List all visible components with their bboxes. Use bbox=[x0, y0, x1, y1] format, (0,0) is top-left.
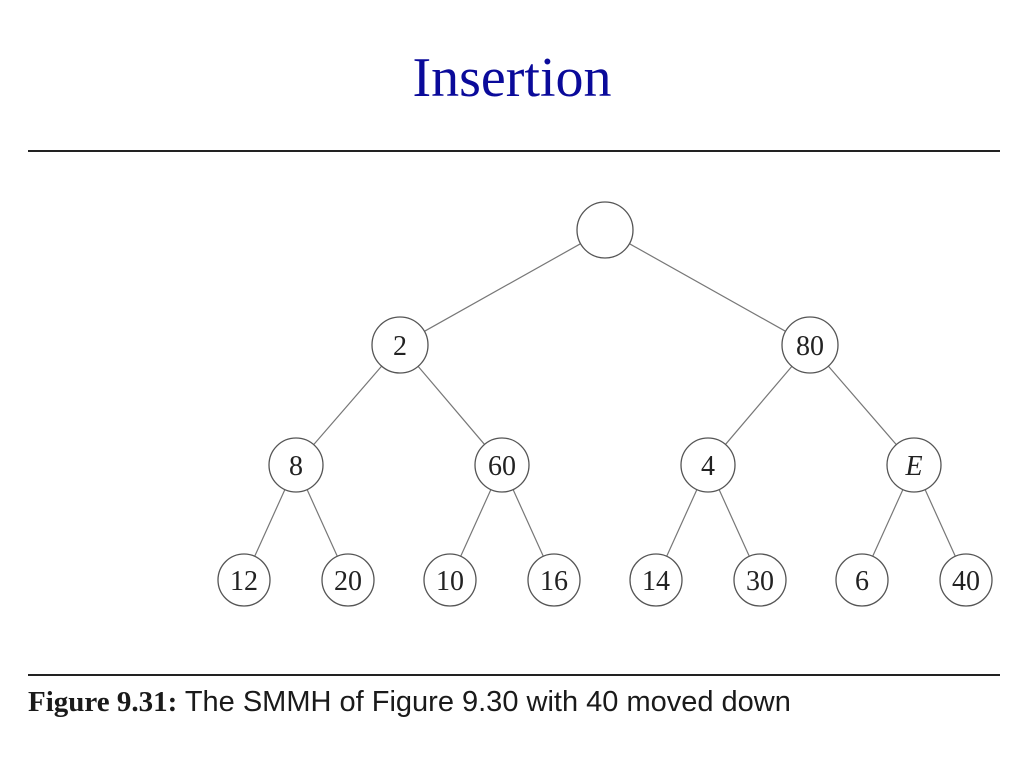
tree-node-circle bbox=[474, 437, 530, 493]
tree-node-label: 8 bbox=[289, 451, 303, 482]
tree-node-label: 4 bbox=[701, 451, 715, 482]
tree-edge-n80-nE bbox=[827, 365, 897, 445]
tree-node-circle bbox=[321, 553, 375, 607]
tree-node-n60: 60 bbox=[474, 437, 530, 493]
figure-caption: Figure 9.31: The SMMH of Figure 9.30 wit… bbox=[28, 686, 791, 719]
figure-caption-text: The SMMH of Figure 9.30 with 40 moved do… bbox=[177, 686, 791, 718]
tree-node-circle bbox=[268, 437, 324, 493]
tree-node-label: 80 bbox=[796, 331, 824, 362]
tree-node-circle bbox=[835, 553, 889, 607]
tree-edge-n4-n14 bbox=[666, 489, 698, 557]
tree-node-circle bbox=[629, 553, 683, 607]
tree-node-circle bbox=[886, 437, 942, 493]
tree-edge-n80-n4 bbox=[725, 365, 793, 445]
tree-node-label: E bbox=[904, 451, 922, 482]
tree-nodes: 2 80 8 60 4 E 12 20 10 16 14 30 6 40 bbox=[217, 201, 993, 607]
tree-node-n10: 10 bbox=[423, 553, 477, 607]
tree-node-n40: 40 bbox=[939, 553, 993, 607]
top-rule bbox=[28, 150, 1000, 152]
tree-node-n4: 4 bbox=[680, 437, 736, 493]
tree-node-circle bbox=[939, 553, 993, 607]
tree-node-n14: 14 bbox=[629, 553, 683, 607]
tree-node-n12: 12 bbox=[217, 553, 271, 607]
tree-node-label: 10 bbox=[436, 566, 464, 597]
tree-edge-nE-n6 bbox=[872, 489, 904, 557]
tree-node-n20: 20 bbox=[321, 553, 375, 607]
tree-node-circle bbox=[733, 553, 787, 607]
tree-node-n2: 2 bbox=[371, 316, 429, 374]
tree-node-circle bbox=[576, 201, 634, 259]
bottom-rule bbox=[28, 674, 1000, 676]
tree-edge-n8-n12 bbox=[254, 489, 286, 557]
tree-node-label: 16 bbox=[540, 566, 568, 597]
tree-node-n16: 16 bbox=[527, 553, 581, 607]
tree-node-label: 6 bbox=[855, 566, 869, 597]
tree-node-nE: E bbox=[886, 437, 942, 493]
tree-node-label: 40 bbox=[952, 566, 980, 597]
tree-node-label: 2 bbox=[393, 331, 407, 362]
tree-node-n6: 6 bbox=[835, 553, 889, 607]
tree-edge-root-n2 bbox=[424, 243, 581, 332]
tree-node-label: 30 bbox=[746, 566, 774, 597]
tree-node-n30: 30 bbox=[733, 553, 787, 607]
tree-node-circle bbox=[217, 553, 271, 607]
tree-edge-n60-n16 bbox=[512, 489, 544, 557]
tree-node-label: 60 bbox=[488, 451, 516, 482]
figure-caption-label: Figure 9.31: bbox=[28, 686, 178, 718]
tree-edge-n8-n20 bbox=[306, 489, 338, 557]
tree-node-circle bbox=[680, 437, 736, 493]
tree-node-root bbox=[576, 201, 634, 259]
tree-edge-n60-n10 bbox=[460, 489, 492, 557]
tree-edge-n2-n60 bbox=[417, 365, 485, 445]
tree-node-label: 14 bbox=[642, 566, 670, 597]
tree-node-label: 12 bbox=[230, 566, 258, 597]
slide-title: Insertion bbox=[412, 47, 612, 109]
tree-edge-n2-n8 bbox=[313, 365, 383, 445]
tree-edge-nE-n40 bbox=[924, 489, 956, 557]
tree-edge-root-n80 bbox=[629, 243, 786, 332]
tree-node-circle bbox=[423, 553, 477, 607]
tree-node-n80: 80 bbox=[781, 316, 839, 374]
tree-edge-n4-n30 bbox=[718, 489, 750, 557]
tree-node-label: 20 bbox=[334, 566, 362, 597]
tree-node-circle bbox=[527, 553, 581, 607]
tree-node-n8: 8 bbox=[268, 437, 324, 493]
tree-node-circle bbox=[371, 316, 429, 374]
tree-edges bbox=[254, 243, 956, 557]
tree-node-circle bbox=[781, 316, 839, 374]
